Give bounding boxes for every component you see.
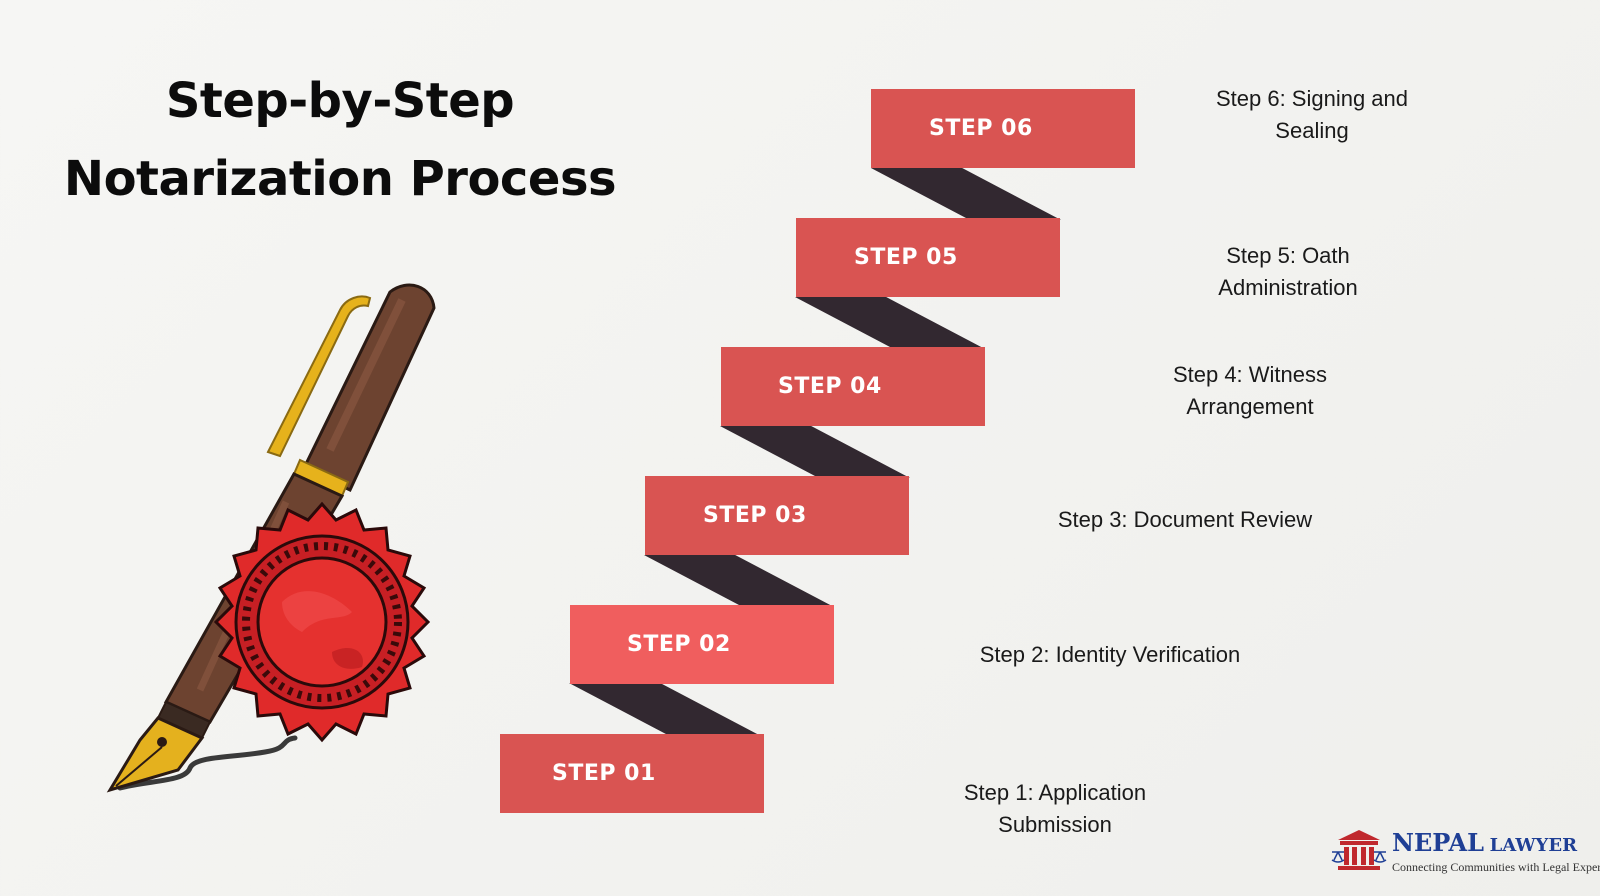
step-box-1: STEP 01 [500,734,764,813]
connector-3-4 [720,426,910,478]
step-description-2: Step 2: Identity Verification [979,642,1241,667]
step-description-6: Step 6: Signing and Sealing [1215,86,1409,143]
ink-stroke [117,735,298,791]
step-label-2: STEP 02 [627,632,731,657]
logo-name: NEPAL LAWYER [1392,828,1578,857]
step-label-5: STEP 05 [854,245,958,270]
step-description-4: Step 4: Witness Arrangement [1172,362,1328,419]
step-label-3: STEP 03 [703,503,807,528]
connector-1-2 [569,683,759,735]
connector-4-5 [795,297,985,349]
courthouse-icon [1331,830,1387,870]
step-box-4: STEP 04 [721,347,985,426]
connector-2-3 [644,555,834,607]
step-box-6: STEP 06 [871,89,1135,168]
step-box-5: STEP 05 [796,218,1060,297]
step-description-5: Step 5: Oath Administration [1218,243,1358,300]
step-label-4: STEP 04 [778,374,882,399]
wax-seal-icon [213,501,431,743]
connector-5-6 [871,168,1061,220]
step-label-1: STEP 01 [552,761,656,786]
page-title: Step-by-Step Notarization Process [20,62,660,218]
step-description-3: Step 3: Document Review [1057,507,1313,532]
step-label-6: STEP 06 [929,116,1033,141]
step-box-3: STEP 03 [645,476,909,555]
nepal-lawyer-logo: NEPAL LAWYER Connecting Communities with… [1330,820,1600,880]
step-box-2: STEP 02 [570,605,834,684]
title-line-2: Notarization Process [63,151,617,207]
title-line-1: Step-by-Step [165,73,515,129]
pen-and-seal-illustration [106,283,436,793]
logo-tagline: Connecting Communities with Legal Expert… [1392,860,1600,874]
step-description-1: Step 1: Application Submission [963,780,1147,837]
